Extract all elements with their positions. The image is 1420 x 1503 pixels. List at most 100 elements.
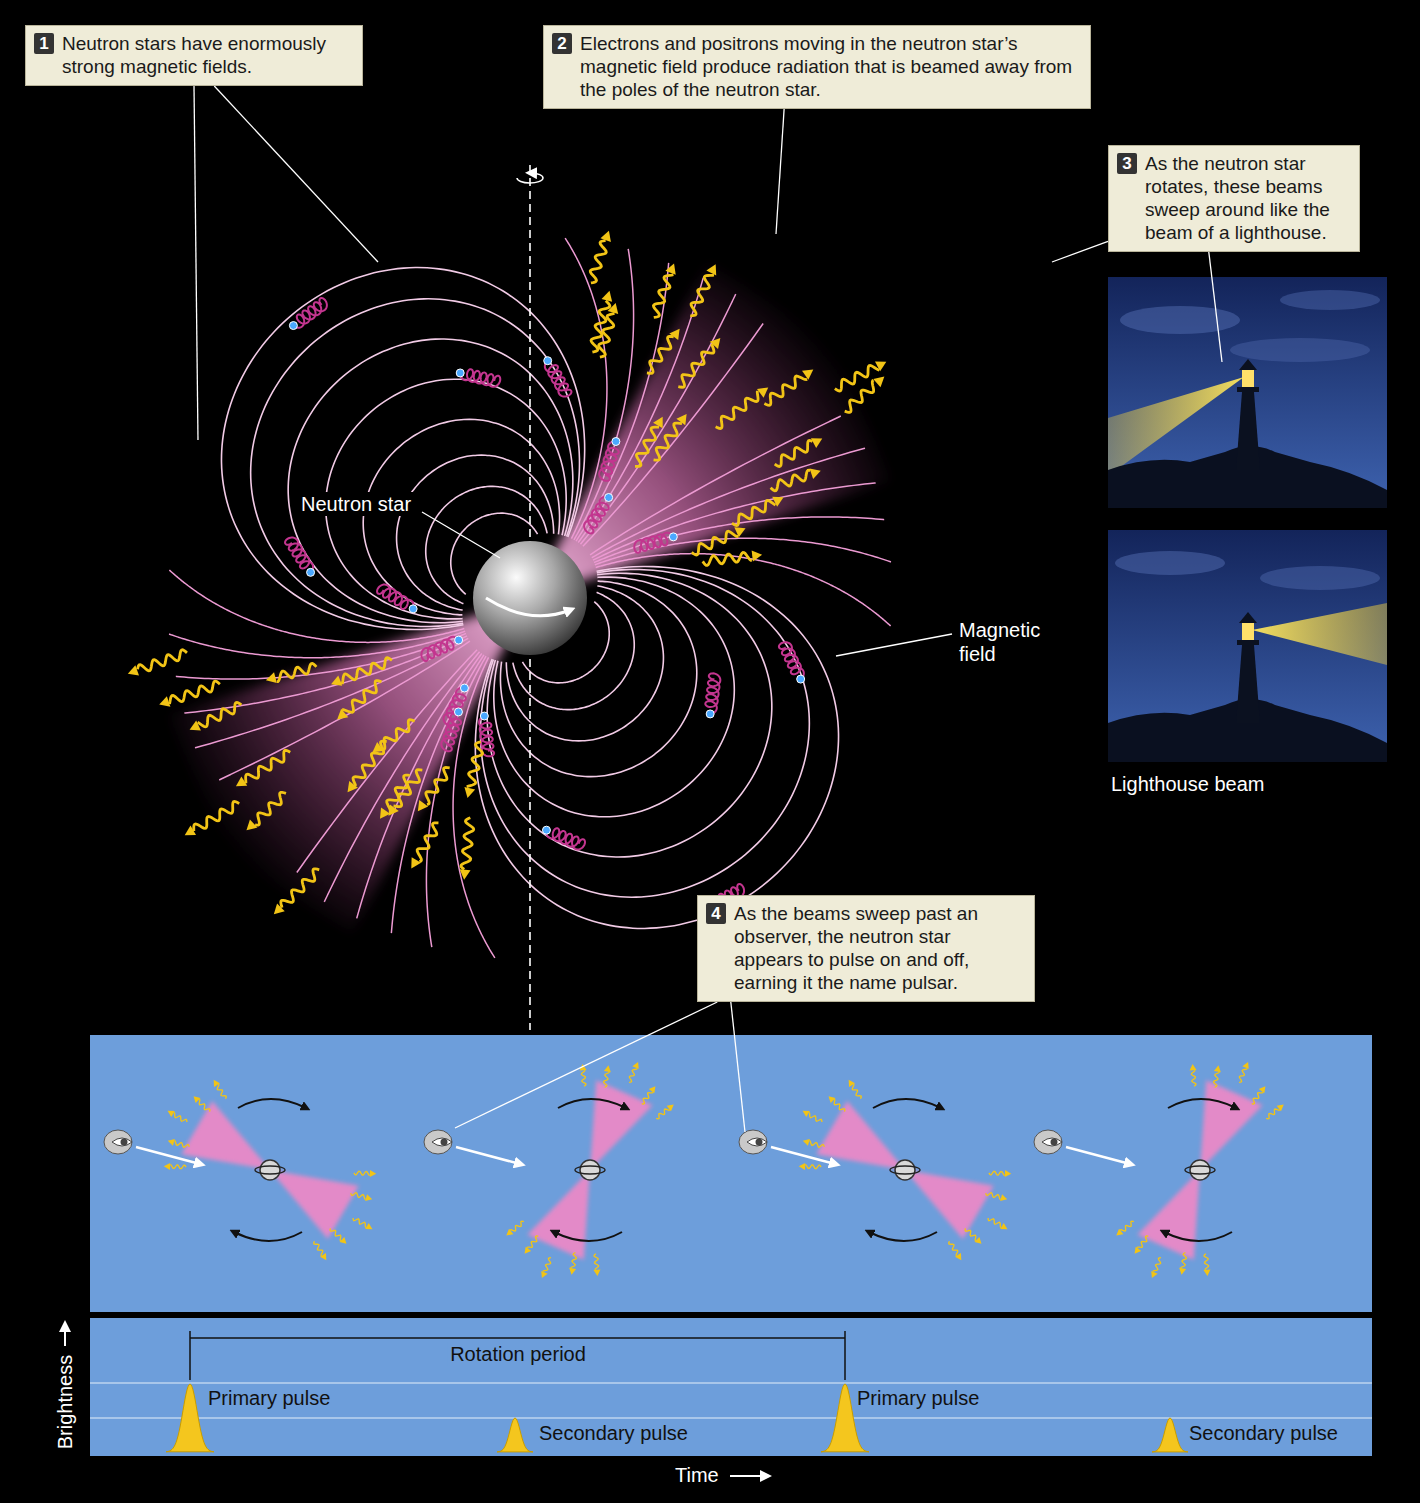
arrow-head [164,1163,170,1170]
arrow-head [665,263,675,274]
arrow-head [649,1086,656,1093]
callout-text: Neutron stars have enormously strong mag… [62,32,352,78]
arrow-head [541,1271,547,1278]
radiation-arrow [199,1099,210,1112]
radiation-arrow [965,1228,976,1241]
arrow-head [810,469,821,479]
text-label: Secondary pulse [1186,1421,1341,1445]
spin-arrow [1164,1232,1232,1241]
radiation-arrow [461,818,474,870]
magnetic-field-line [324,652,479,902]
radiation-arrow [170,681,220,704]
spin-arrow [234,1232,302,1241]
arrow-head [411,857,421,868]
radiation-arrow [653,275,673,318]
arrow-head [236,776,247,786]
text-label: Secondary pulse [536,1421,691,1445]
particle-dot [797,675,805,683]
arrow-head [190,720,201,730]
leader-line [194,86,1222,1132]
radiation-arrow [174,1112,187,1122]
arrow-head [706,264,716,275]
particle-dot [409,605,417,613]
arrow-head [1259,1086,1266,1093]
observer-iris [756,1139,763,1146]
arrow-head [194,1096,201,1103]
emission-beam [1200,1080,1263,1170]
observer-head [424,1130,452,1154]
magnetic-field-line [580,294,735,544]
emission-beam [181,1101,270,1170]
spiral-particle [599,441,618,480]
observer-eye [747,1138,767,1146]
particle-dot [460,684,468,692]
radiation-arrow [732,500,776,525]
lighthouse-photo [1280,290,1380,310]
arrow-head [975,1237,982,1244]
arrow-head [569,1268,576,1275]
magnetic-field-line [583,324,763,547]
radiation-arrow [353,1218,366,1228]
radiation-arrow [654,423,682,460]
radiation-arrow [678,344,714,387]
arrow-head [370,1170,376,1177]
grid-line [90,1382,1372,1383]
spiral-particle [293,298,326,328]
arrow-head [772,497,783,507]
arrow-head [525,1247,532,1254]
arrow-head [710,338,721,349]
spin-arrow [873,1099,941,1108]
magnetic-field-line [169,238,891,958]
neutron-star [580,1160,600,1180]
sight-arrow [136,1147,200,1164]
radiation-arrow [989,1171,1005,1175]
arrow-head [246,820,257,831]
leader-line [455,1002,717,1128]
radiation-arrow [174,1141,189,1148]
spin-ring [575,1166,605,1174]
lighthouse-photo [1108,277,1387,508]
radiation-arrow [988,1218,1001,1228]
lighthouse-photo [1236,392,1260,470]
spiral-particle [377,585,414,609]
spiral-particle [584,497,609,534]
spin-arrow [869,1232,937,1241]
lighthouse-photo [1239,612,1257,623]
leader-line [214,86,378,262]
arrow-head [365,1194,372,1201]
arrow-head [803,1111,810,1117]
arrow-head [380,808,390,819]
radiation-arrow [543,1258,551,1272]
radiation-arrow [342,658,392,684]
arrow-head [734,527,745,537]
text-label: Lighthouse beam [1108,772,1267,796]
neutron-star [260,1160,280,1180]
arrow-head [802,370,813,380]
text-label: Magnetic field [956,618,1062,666]
arrow-head [418,800,428,811]
radiation-arrow [138,650,187,671]
particle-dot [454,708,462,716]
spin-arrow [486,598,570,616]
emission-beam [590,1080,653,1170]
neutron-star [1190,1160,1210,1180]
arrow-head [1151,1271,1157,1278]
spiral-particle [444,688,466,726]
magnetic-field-line [426,656,486,947]
text-label: Primary pulse [205,1386,333,1410]
callout-box: 1Neutron stars have enormously strong ma… [25,25,363,86]
arrow-head [274,903,285,914]
observer-frame [1034,1062,1284,1278]
lighthouse-photo [1108,530,1387,762]
magnetic-field-line [593,483,876,560]
radiation-arrow [383,720,414,750]
arrow-head [752,550,762,561]
callout-text: As the neutron star rotates, these beams… [1145,152,1349,244]
spin-ring [1185,1166,1215,1174]
observer-eye [432,1138,452,1146]
radiation-arrow [703,552,752,565]
radiation-arrow [642,1092,653,1104]
callout-box: 4As the beams sweep past an observer, th… [697,895,1035,1002]
particle-dot [612,437,620,445]
